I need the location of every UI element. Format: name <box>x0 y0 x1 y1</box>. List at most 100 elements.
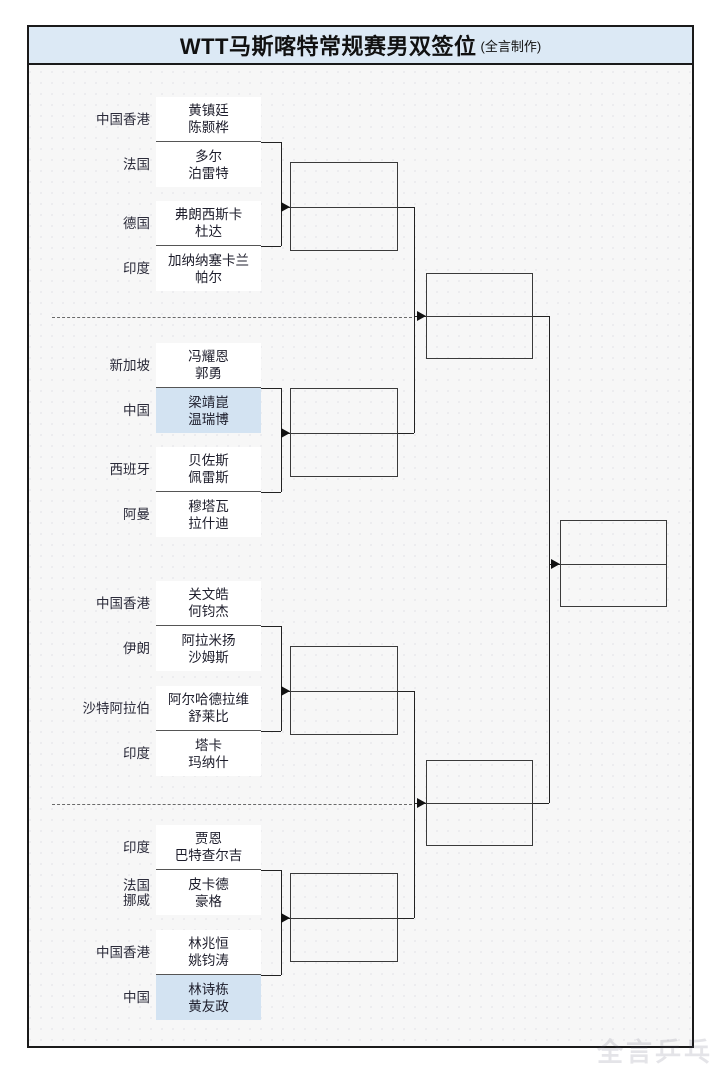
player-name: 多尔 <box>195 148 222 164</box>
team-cell[interactable]: 多尔泊雷特 <box>156 142 261 187</box>
country-label-line: 印度 <box>123 840 150 855</box>
country-label-line: 印度 <box>123 746 150 761</box>
country-label: 中国香港 <box>29 596 150 611</box>
connector-arrow <box>281 201 290 212</box>
country-label: 中国 <box>29 403 150 418</box>
country-label-line: 阿曼 <box>123 507 150 522</box>
country-label-line: 新加坡 <box>109 358 151 373</box>
round2-out-line <box>398 917 414 919</box>
section-separator <box>52 317 412 318</box>
team-cell[interactable]: 贝佐斯佩雷斯 <box>156 447 261 492</box>
player-name: 豪格 <box>195 893 222 909</box>
player-name: 梁靖崑 <box>188 394 229 410</box>
country-label-line: 挪威 <box>123 892 150 908</box>
country-label: 印度 <box>29 261 150 276</box>
round2-out-line <box>398 432 414 434</box>
player-name: 帕尔 <box>195 269 222 285</box>
country-label-line: 中国 <box>123 403 150 418</box>
match-box-divider <box>291 917 397 919</box>
team-cell[interactable]: 皮卡德豪格 <box>156 870 261 915</box>
player-name: 冯耀恩 <box>188 349 229 364</box>
country-label: 伊朗 <box>29 641 150 656</box>
country-label-line: 中国香港 <box>96 596 150 611</box>
player-name: 杜达 <box>195 224 222 239</box>
country-label: 德国 <box>29 216 150 231</box>
player-name: 郭勇 <box>195 366 222 381</box>
player-name: 皮卡德 <box>188 876 229 892</box>
player-name: 温瑞博 <box>188 411 229 427</box>
team-cell[interactable]: 加纳纳塞卡兰帕尔 <box>156 246 261 291</box>
round3-join-line <box>549 316 550 803</box>
player-name: 佩雷斯 <box>188 470 229 485</box>
country-label: 印度 <box>29 840 150 855</box>
country-label: 阿曼 <box>29 507 150 522</box>
player-name: 贝佐斯 <box>188 453 229 468</box>
connector-arrow <box>281 912 290 923</box>
round3-match-box[interactable] <box>426 273 533 359</box>
player-name: 贾恩 <box>195 831 222 846</box>
player-name: 巴特查尔吉 <box>174 848 243 863</box>
round1-join-line <box>281 626 282 731</box>
team-cell[interactable]: 穆塔瓦拉什迪 <box>156 492 261 537</box>
round3-match-box[interactable] <box>426 760 533 846</box>
round2-join-line <box>414 690 415 918</box>
country-label-line: 西班牙 <box>109 462 151 477</box>
match-box-divider <box>561 563 666 565</box>
player-name: 拉什迪 <box>188 515 229 531</box>
team-cell[interactable]: 梁靖崑温瑞博 <box>156 388 261 433</box>
country-label: 西班牙 <box>29 462 151 477</box>
final-match-box[interactable] <box>560 520 667 607</box>
match-box-divider <box>291 432 397 434</box>
team-cell[interactable]: 黄镇廷陈颢桦 <box>156 97 261 142</box>
round3-out-line <box>533 316 549 317</box>
round2-join-line <box>414 206 415 433</box>
player-name: 泊雷特 <box>188 165 229 181</box>
team-cell[interactable]: 塔卡玛纳什 <box>156 731 261 776</box>
connector-arrow <box>417 798 426 808</box>
player-name: 舒莱比 <box>188 709 229 724</box>
round1-join-line <box>281 142 282 246</box>
match-box-divider <box>427 316 532 317</box>
round2-match-box[interactable] <box>290 388 398 477</box>
team-cell[interactable]: 林兆恒姚钧涛 <box>156 930 261 975</box>
player-name: 姚钧涛 <box>188 953 229 968</box>
player-name: 阿拉米扬 <box>181 632 236 648</box>
country-label-line: 印度 <box>123 261 150 276</box>
page-title: WTT马斯喀特常规赛男双签位 <box>179 34 477 59</box>
country-label: 法国挪威 <box>29 878 150 908</box>
player-name: 林兆恒 <box>188 936 229 951</box>
team-cell[interactable]: 冯耀恩郭勇 <box>156 343 261 388</box>
round2-out-line <box>398 206 414 208</box>
round1-out-line <box>261 388 281 389</box>
team-cell[interactable]: 贾恩巴特查尔吉 <box>156 825 261 870</box>
round2-match-box[interactable] <box>290 873 398 962</box>
round2-match-box[interactable] <box>290 646 398 735</box>
team-cell[interactable]: 阿拉米扬沙姆斯 <box>156 626 261 671</box>
match-box-divider <box>291 206 397 208</box>
round2-match-box[interactable] <box>290 162 398 251</box>
country-label-line: 德国 <box>123 216 150 231</box>
round1-join-line <box>281 870 282 975</box>
player-name: 黄友政 <box>188 998 229 1014</box>
team-cell[interactable]: 关文皓何钧杰 <box>156 581 261 626</box>
country-label-line: 中国 <box>123 990 150 1005</box>
country-label-line: 法国 <box>123 877 150 893</box>
player-name: 沙姆斯 <box>188 649 229 665</box>
country-label: 沙特阿拉伯 <box>29 701 151 716</box>
section-separator <box>52 804 412 805</box>
round3-out-line <box>533 803 549 804</box>
page-subtitle: (全言制作) <box>480 38 542 54</box>
country-label-line: 法国 <box>123 157 150 172</box>
team-cell[interactable]: 弗朗西斯卡杜达 <box>156 201 261 246</box>
player-name: 弗朗西斯卡 <box>174 207 243 222</box>
team-cell[interactable]: 阿尔哈德拉维舒莱比 <box>156 686 261 731</box>
round1-out-line <box>261 142 281 143</box>
round1-out-line <box>261 626 281 627</box>
watermark: 全言乒乓 <box>597 1037 714 1067</box>
connector-arrow <box>281 685 290 696</box>
country-label: 印度 <box>29 746 150 761</box>
match-box-divider <box>427 803 532 804</box>
team-cell[interactable]: 林诗栋黄友政 <box>156 975 261 1020</box>
country-label-line: 沙特阿拉伯 <box>82 701 151 716</box>
